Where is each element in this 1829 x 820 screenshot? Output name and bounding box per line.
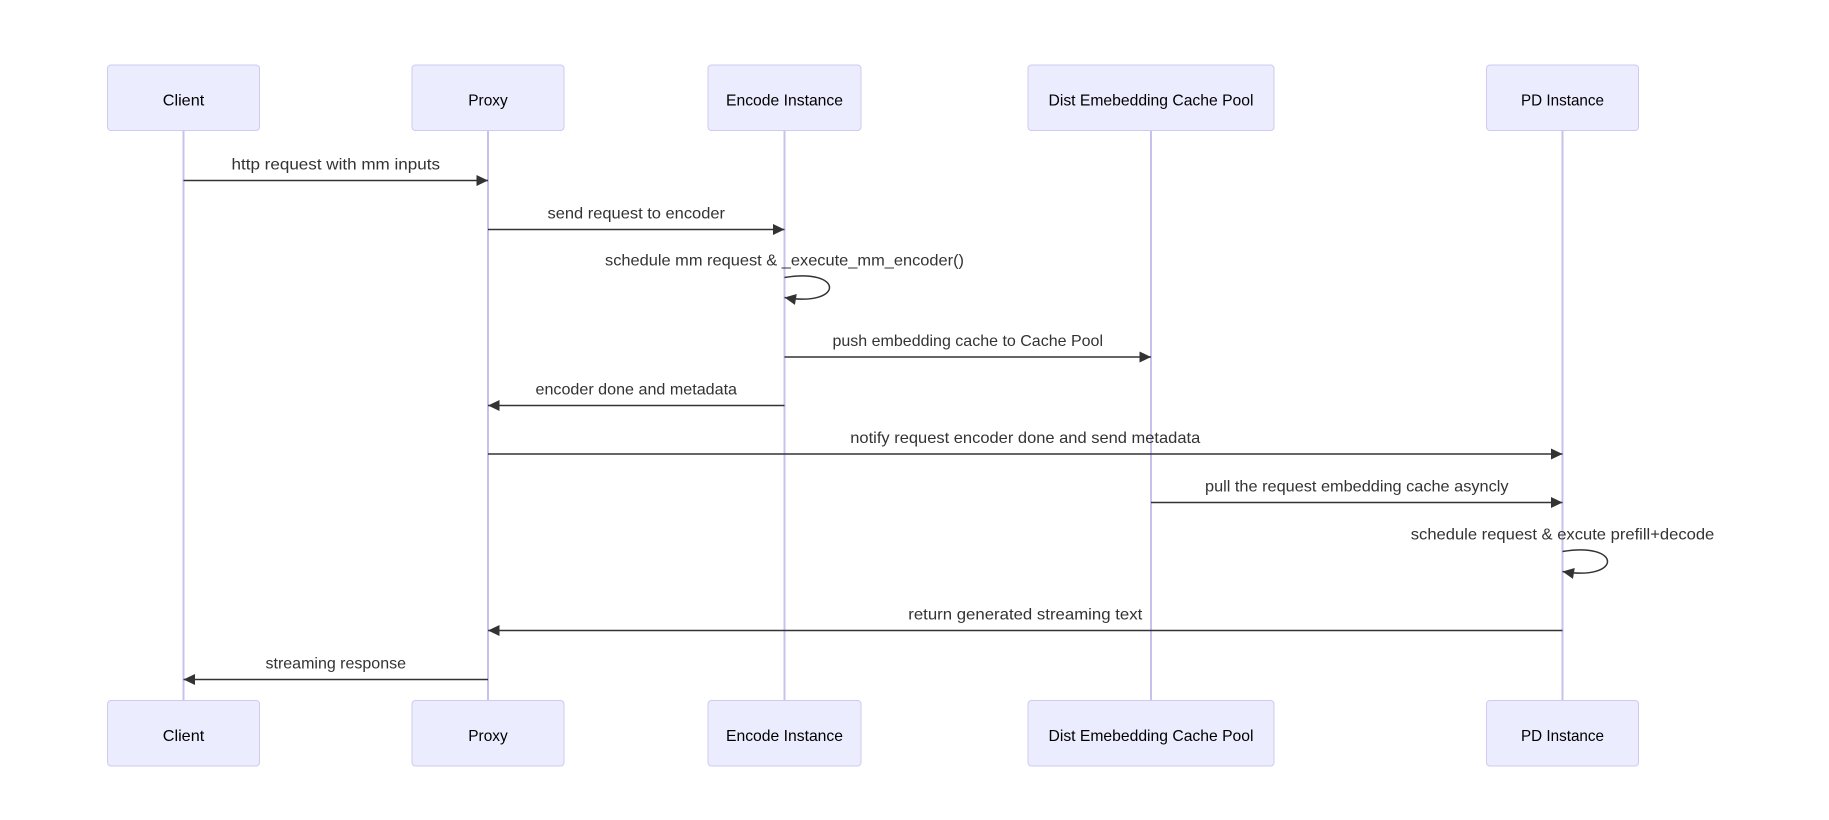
svg-text:Proxy: Proxy [468,93,508,110]
svg-text:encoder done and metadata: encoder done and metadata [536,382,738,399]
svg-text:Encode Instance: Encode Instance [726,93,843,110]
svg-text:PD Instance: PD Instance [1521,93,1604,110]
svg-text:push embedding cache to Cache: push embedding cache to Cache Pool [833,333,1104,350]
svg-text:schedule mm request & _execute: schedule mm request & _execute_mm_encode… [605,253,964,270]
svg-text:notify request encoder done an: notify request encoder done and send met… [850,430,1200,447]
svg-text:Dist Emebedding Cache Pool: Dist Emebedding Cache Pool [1049,93,1254,110]
svg-text:schedule request & excute pref: schedule request & excute prefill+decode [1411,527,1715,544]
svg-text:Proxy: Proxy [468,728,508,745]
svg-text:Encode Instance: Encode Instance [726,728,843,745]
svg-text:streaming response: streaming response [266,656,407,673]
svg-text:PD Instance: PD Instance [1521,728,1604,745]
svg-text:http request with mm inputs: http request with mm inputs [232,157,441,174]
svg-text:pull the request embedding cac: pull the request embedding cache asyncly [1205,479,1509,496]
svg-text:send request to encoder: send request to encoder [548,206,726,223]
svg-text:Dist Emebedding Cache Pool: Dist Emebedding Cache Pool [1049,728,1254,745]
svg-text:Client: Client [163,728,205,745]
svg-text:Client: Client [163,93,205,110]
svg-text:return generated streaming tex: return generated streaming text [908,607,1143,624]
